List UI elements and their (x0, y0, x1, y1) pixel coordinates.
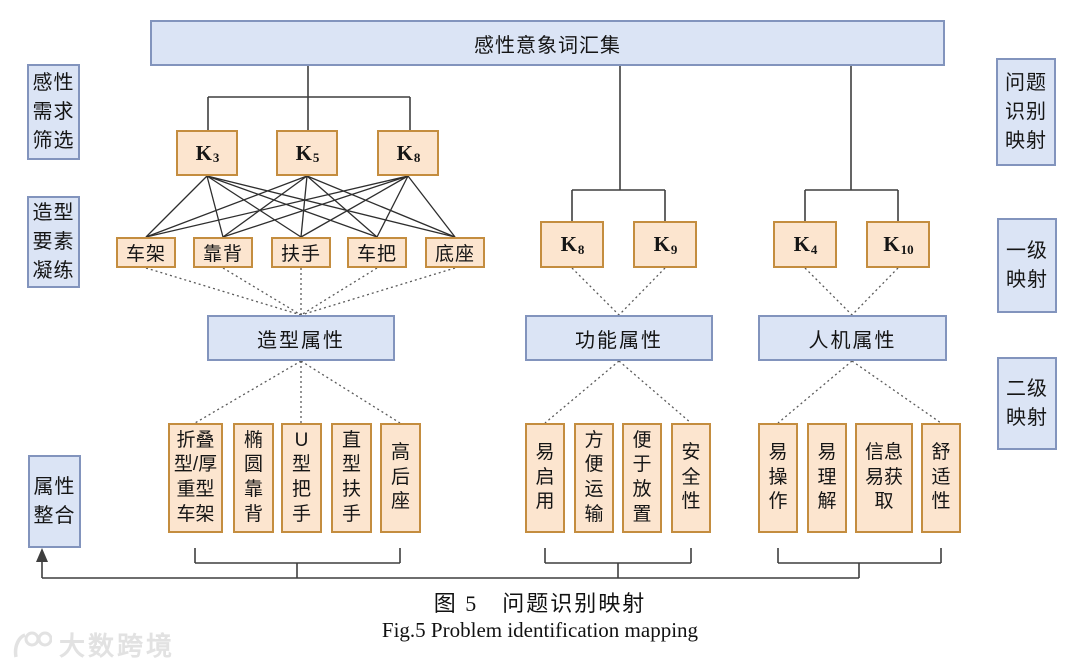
feature-node-easy-transport: 方 便 运 输 (574, 423, 614, 533)
element-node-handlebar: 车把 (347, 237, 407, 268)
feature-node-info-accessible: 信息 易获 取 (855, 423, 913, 533)
k-node-subscript: 4 (810, 241, 818, 257)
watermark-logo-icon (13, 631, 52, 657)
tree-branches (207, 66, 899, 221)
feature-node-u-handle: U 型 把 手 (281, 423, 322, 533)
k-node-base: K (883, 232, 900, 256)
feature-node-folding-heavy-frame: 折叠 型/厚 重型 车架 (168, 423, 223, 533)
k-node-base: K (195, 140, 212, 165)
stage-label-first-level-mapping: 一级 映射 (997, 218, 1057, 313)
figure-caption-en: Fig.5 Problem identification mapping (381, 618, 699, 642)
stage-label-attribute-integration: 属性 整合 (28, 455, 81, 548)
feature-node-easy-placement: 便 于 放 置 (622, 423, 662, 533)
k-node-base: K (793, 232, 810, 256)
attribute-node-styling: 造型属性 (207, 315, 395, 361)
stage-label-problem-identification-mapping: 问题 识别 映射 (996, 58, 1056, 166)
feature-node-comfort: 舒 适 性 (921, 423, 961, 533)
dotted-links (145, 267, 942, 424)
feature-node-easy-start: 易 启 用 (525, 423, 565, 533)
k-node-subscript: 8 (577, 241, 585, 257)
feature-node-safety: 安 全 性 (671, 423, 711, 533)
k-node-base: K (653, 232, 670, 256)
watermark-text: 大数跨境 (59, 631, 176, 661)
mapping-lines (145, 175, 456, 238)
feature-node-easy-operate: 易 操 作 (758, 423, 798, 533)
root-node-label: 感性意象词汇集 (474, 34, 621, 57)
attribute-node-ergonomic: 人机属性 (758, 315, 947, 361)
stage-label-kansei-screening: 感性 需求 筛选 (27, 64, 80, 160)
bottom-brackets (41, 548, 942, 579)
stage-label-styling-element-refine: 造型 要素 凝练 (27, 196, 80, 288)
k-node-subscript: 3 (212, 150, 220, 165)
figure-caption-zh: 图 5 问题识别映射 (433, 591, 647, 616)
k-node-base: K (295, 140, 312, 165)
k-node-subscript: 5 (312, 150, 320, 165)
k-node-subscript: 10 (900, 241, 914, 257)
arrow-up-icon (36, 548, 48, 562)
element-node-frame: 车架 (116, 237, 176, 268)
stage-label-second-level-mapping: 二级 映射 (997, 357, 1057, 450)
root-node: 感性意象词汇集 (150, 20, 945, 66)
watermark: 大数跨境 (6, 626, 175, 663)
feature-node-high-rear-seat: 高 后 座 (380, 423, 421, 533)
feature-node-straight-armrest: 直 型 扶 手 (331, 423, 372, 533)
element-node-backrest: 靠背 (193, 237, 253, 268)
k-node-subscript: 8 (413, 150, 421, 165)
feature-node-oval-backrest: 椭 圆 靠 背 (233, 423, 274, 533)
k-node-base: K (396, 140, 413, 165)
attribute-node-functional: 功能属性 (525, 315, 713, 361)
feature-node-easy-understand: 易 理 解 (807, 423, 847, 533)
element-node-base: 底座 (425, 237, 485, 268)
k-node-base: K (560, 232, 577, 256)
element-node-armrest: 扶手 (271, 237, 331, 268)
k-node-subscript: 9 (670, 241, 678, 257)
